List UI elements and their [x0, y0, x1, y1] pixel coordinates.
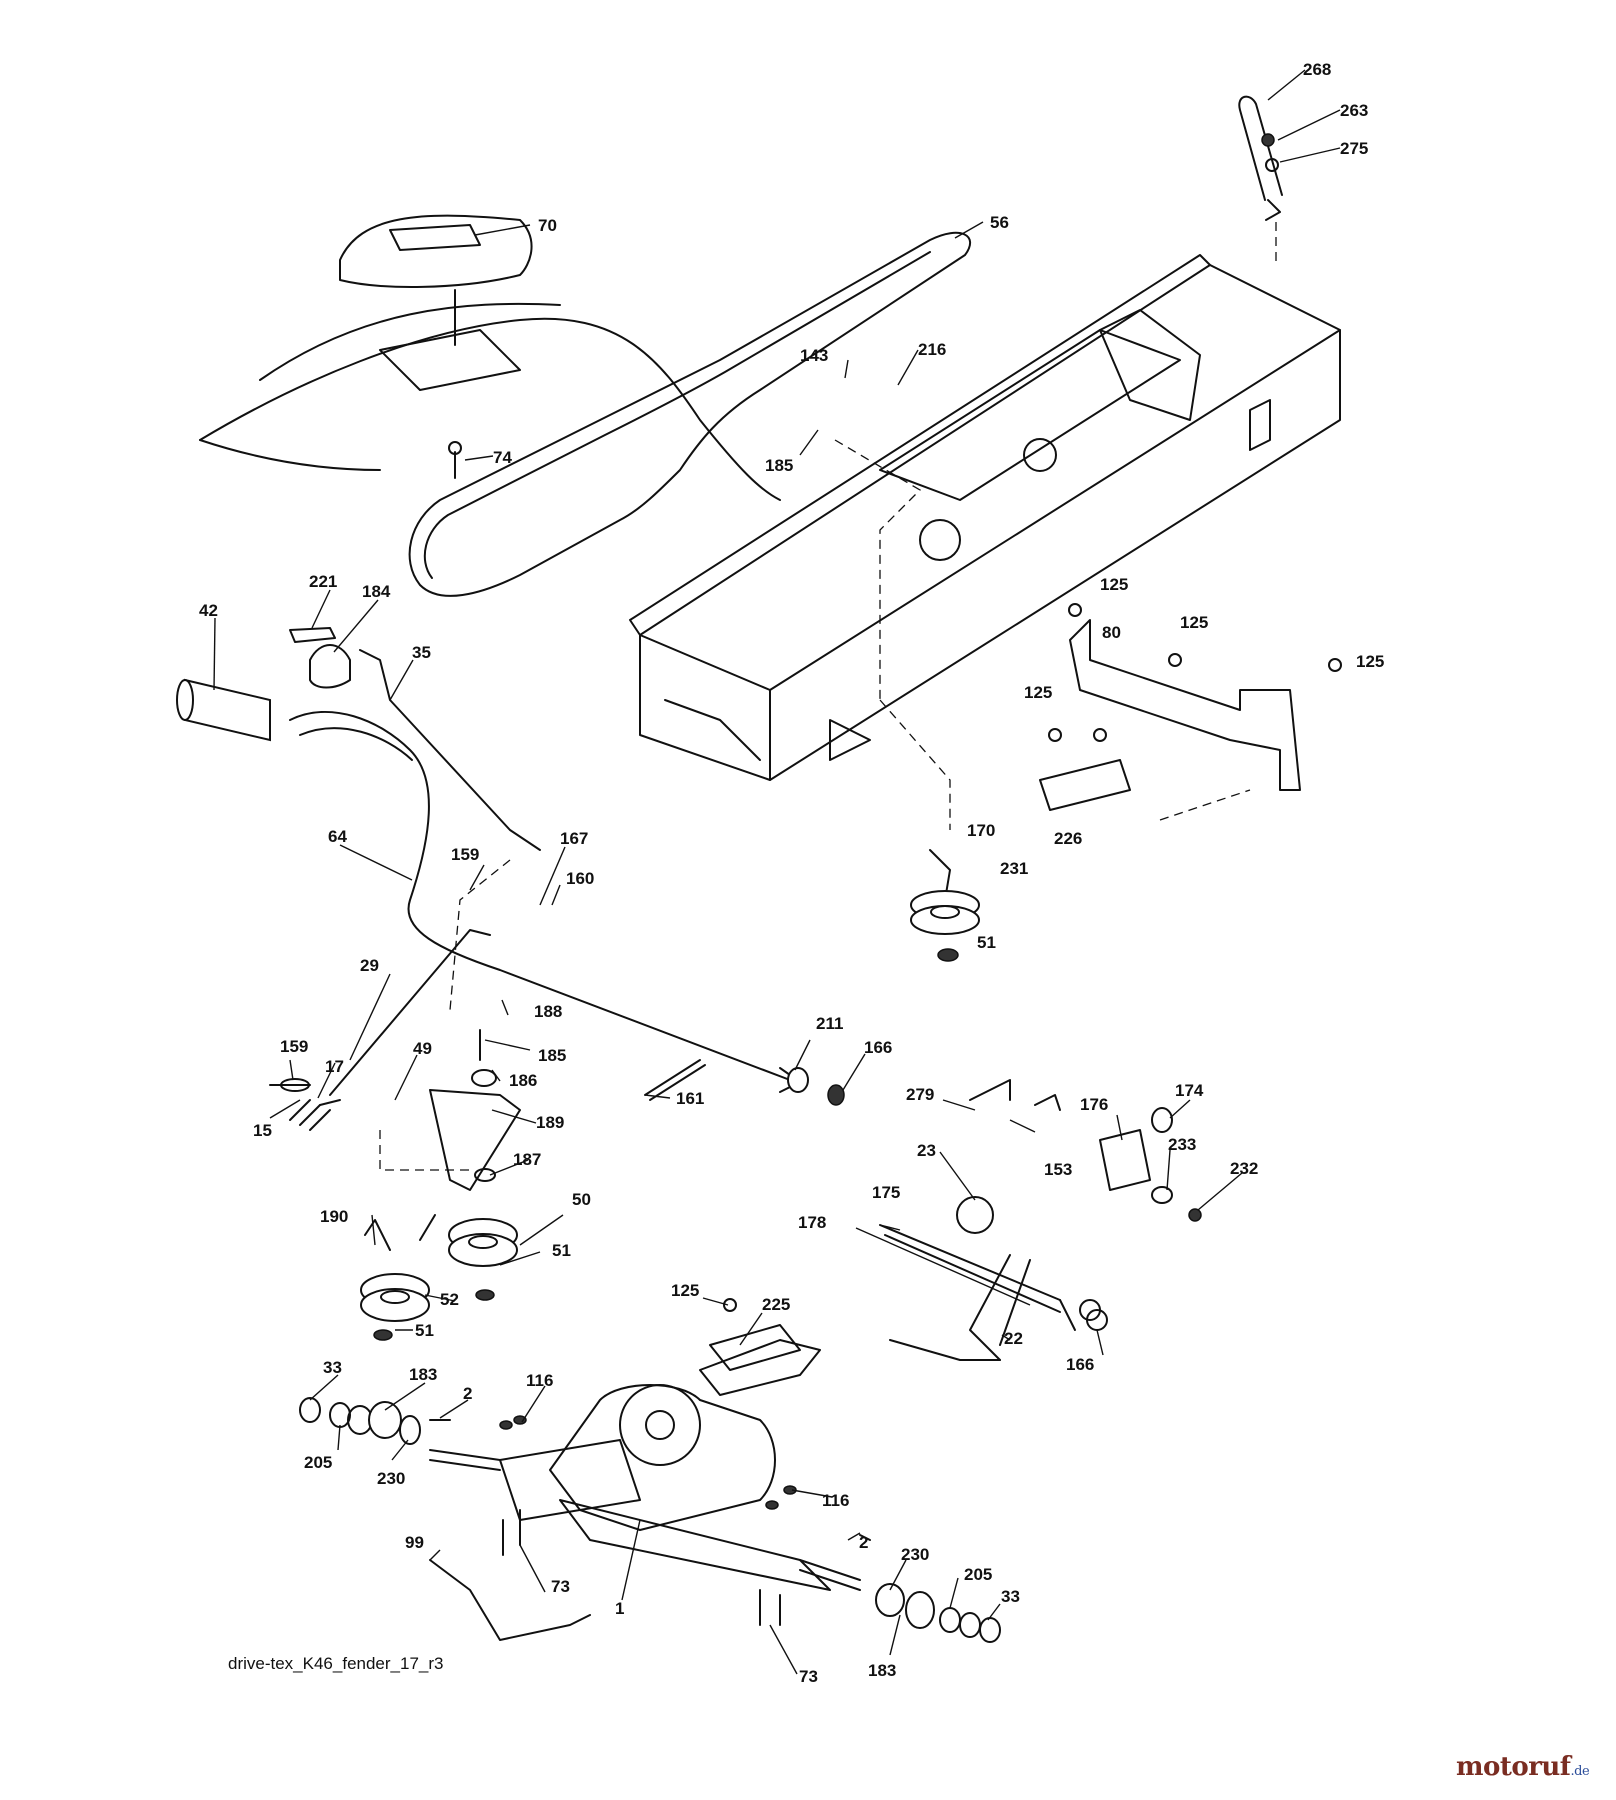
- callout-label: 221: [309, 572, 337, 591]
- callout-label: 73: [799, 1667, 818, 1686]
- assembly-path: [834, 439, 922, 700]
- callout-label: 64: [328, 827, 347, 846]
- callout-label: 35: [412, 643, 431, 662]
- callout-label: 17: [325, 1057, 344, 1076]
- callout-label: 186: [509, 1071, 537, 1090]
- callout-label: 51: [977, 933, 996, 952]
- watermark-logo: motoruf.de: [1456, 1752, 1590, 1782]
- callout-label: 116: [822, 1491, 849, 1510]
- callout-label: 116: [526, 1371, 553, 1390]
- callout-label: 33: [1001, 1587, 1020, 1606]
- callout-label: 185: [538, 1046, 566, 1065]
- fender-part: [199, 214, 781, 501]
- callout-label: 187: [513, 1150, 541, 1169]
- lift-lever-part: [176, 678, 845, 1106]
- shift-rod-part: [429, 1559, 591, 1641]
- callout-label: 230: [377, 1469, 405, 1488]
- leader-lines: [213, 69, 1341, 1675]
- callout-label: 275: [1340, 139, 1368, 158]
- callout-label: 184: [362, 582, 391, 601]
- callout-label: 176: [1080, 1095, 1108, 1114]
- transaxle-part: [429, 1339, 871, 1591]
- callout-label: 178: [798, 1213, 826, 1232]
- callout-label: 51: [552, 1241, 571, 1260]
- callout-label: 166: [1066, 1355, 1094, 1374]
- callout-label: 233: [1168, 1135, 1196, 1154]
- callout-label: 125: [1180, 613, 1208, 632]
- callout-label: 29: [360, 956, 379, 975]
- callout-label: 52: [440, 1290, 459, 1309]
- control-rod-part: [359, 649, 541, 1011]
- idler-pulley-part: [879, 699, 980, 962]
- callout-label: 143: [800, 346, 828, 365]
- axle-washers-right-part: [875, 1583, 1001, 1643]
- callout-label: 125: [1356, 652, 1384, 671]
- callout-label: 56: [990, 213, 1009, 232]
- callout-label: 190: [320, 1207, 348, 1226]
- callout-label: 99: [405, 1533, 424, 1552]
- transaxle-bracket-part: [709, 1298, 801, 1371]
- callout-label: 188: [534, 1002, 562, 1021]
- callout-label: 232: [1230, 1159, 1258, 1178]
- callout-label: 2: [463, 1384, 472, 1403]
- callout-label: 159: [451, 845, 479, 864]
- callout-label: 73: [551, 1577, 570, 1596]
- callout-label: 125: [1024, 683, 1052, 702]
- callout-label: 226: [1054, 829, 1082, 848]
- callout-label: 23: [917, 1141, 936, 1160]
- callout-label: 185: [765, 456, 793, 475]
- callout-label: 263: [1340, 101, 1368, 120]
- callout-label: 159: [280, 1037, 308, 1056]
- linkage-rod-part: [269, 929, 706, 1131]
- callout-label: 125: [671, 1281, 699, 1300]
- callout-label: 161: [676, 1089, 704, 1108]
- chassis-frame-part: [629, 254, 1341, 781]
- callout-label: 22: [1004, 1329, 1023, 1348]
- knob-part: [289, 627, 351, 689]
- callout-label: 166: [864, 1038, 892, 1057]
- callout-label: 183: [868, 1661, 896, 1680]
- callout-label: 80: [1102, 623, 1121, 642]
- callout-label: 205: [964, 1565, 992, 1584]
- callout-label: 170: [967, 821, 995, 840]
- brake-assembly-part: [879, 1079, 1202, 1361]
- callout-label: 183: [409, 1365, 437, 1384]
- lift-rod-part: [1238, 95, 1283, 262]
- callout-label: 174: [1175, 1081, 1204, 1100]
- callout-numbers: 268 263 275 70 56 216 143 185 74 221 184…: [199, 60, 1384, 1686]
- callout-label: 74: [493, 448, 512, 467]
- callout-label: 49: [413, 1039, 432, 1058]
- pulley-bracket-part: [360, 1029, 521, 1341]
- callout-label: 153: [1044, 1160, 1072, 1179]
- bolts-part: [499, 1415, 797, 1626]
- bracket-part: [1039, 603, 1342, 821]
- callout-label: 211: [816, 1014, 843, 1033]
- callout-label: 175: [872, 1183, 900, 1202]
- callout-label: 216: [918, 340, 946, 359]
- callout-label: 15: [253, 1121, 272, 1140]
- callout-label: 50: [572, 1190, 591, 1209]
- callout-label: 70: [538, 216, 557, 235]
- diagram-caption: drive-tex_K46_fender_17_r3: [228, 1654, 444, 1673]
- watermark-tld: .de: [1570, 1764, 1590, 1779]
- callout-label: 225: [762, 1295, 790, 1314]
- callout-label: 2: [859, 1533, 868, 1552]
- callout-label: 189: [536, 1113, 564, 1132]
- callout-label: 125: [1100, 575, 1128, 594]
- callout-label: 268: [1303, 60, 1331, 79]
- callout-label: 160: [566, 869, 594, 888]
- callout-label: 205: [304, 1453, 332, 1472]
- callout-label: 33: [323, 1358, 342, 1377]
- callout-label: 230: [901, 1545, 929, 1564]
- watermark-name: motoruf: [1456, 1752, 1571, 1782]
- drive-belt-part: [408, 231, 972, 597]
- callout-label: 51: [415, 1321, 434, 1340]
- callout-label: 231: [1000, 859, 1028, 878]
- callout-label: 42: [199, 601, 218, 620]
- callout-label: 167: [560, 829, 588, 848]
- callout-label: 279: [906, 1085, 934, 1104]
- callout-label: 1: [615, 1599, 624, 1618]
- axle-washers-left-part: [299, 1397, 421, 1445]
